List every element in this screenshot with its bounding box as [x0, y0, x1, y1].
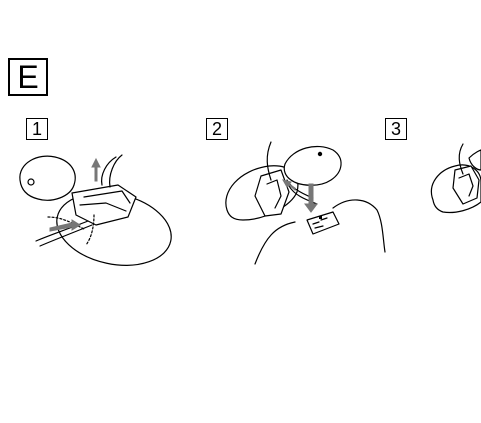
step-3-illustration [425, 140, 481, 240]
step-1-illustration [10, 145, 170, 270]
step-2-illustration [215, 140, 390, 265]
step-2-label: 2 [206, 118, 228, 140]
section-label: E [8, 58, 48, 96]
step-1-label: 1 [26, 118, 48, 140]
step-3-label: 3 [385, 118, 407, 140]
